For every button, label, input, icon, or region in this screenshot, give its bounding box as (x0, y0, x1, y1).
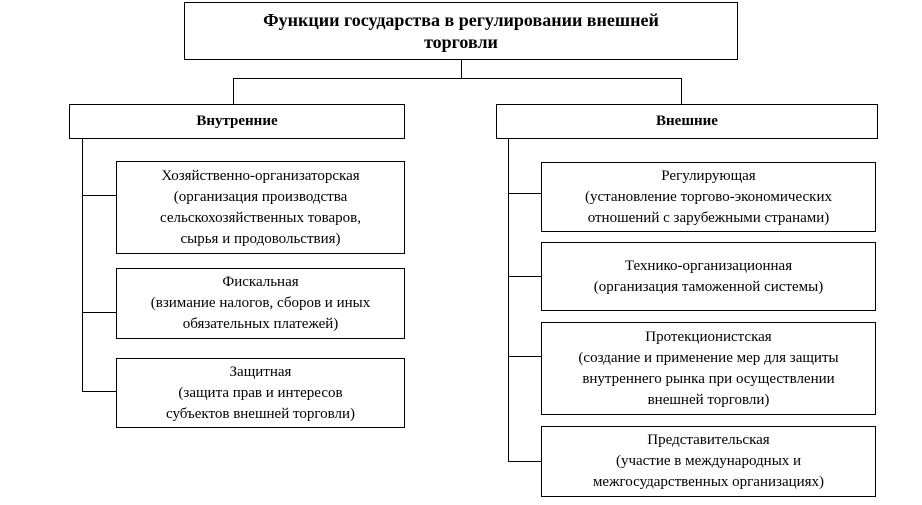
function-description-line: отношений с зарубежными странами) (587, 209, 830, 226)
function-box-economic-organizational: Хозяйственно-организаторская (организаци… (116, 161, 405, 254)
function-name: Протекционистская (645, 328, 772, 345)
function-name: Защитная (229, 363, 292, 380)
left-branch-2 (82, 312, 116, 313)
diagram-title: Функции государства в регулировании внеш… (184, 2, 738, 60)
right-branch-4 (508, 461, 541, 462)
function-name: Хозяйственно-организаторская (161, 167, 360, 184)
function-name: Регулирующая (661, 167, 756, 184)
connector-right-down (681, 78, 682, 104)
function-description-line: сельскохозяйственных товаров, (160, 209, 361, 226)
function-description-line: (установление торгово-экономических (585, 188, 832, 205)
left-branch-1 (82, 195, 116, 196)
right-spine (508, 138, 509, 462)
heading-internal-text: Внутренние (196, 113, 278, 129)
function-description-line: (создание и применение мер для защиты (578, 349, 839, 366)
connector-left-down (233, 78, 234, 104)
right-branch-3 (508, 356, 541, 357)
right-branch-1 (508, 193, 541, 194)
function-description-line: субъектов внешней торговли) (165, 405, 356, 422)
function-name: Представительская (647, 432, 770, 448)
function-name: Технико-организационная (624, 257, 793, 274)
heading-external: Внешние (496, 104, 878, 139)
function-description-line: (защита прав и интересов (178, 384, 343, 401)
heading-external-text: Внешние (656, 113, 718, 129)
function-description-line: (организация производства (173, 188, 348, 205)
function-box-protectionist: Протекционистская (создание и применение… (541, 322, 876, 415)
diagram-title-text: Функции государства в регулировании внеш… (263, 10, 659, 52)
right-branch-2 (508, 276, 541, 277)
function-description-line: (организация таможенной системы) (593, 278, 824, 295)
connector-horizontal-top (233, 78, 682, 79)
function-box-regulating: Регулирующая (установление торгово-эконо… (541, 162, 876, 232)
left-spine (82, 138, 83, 392)
heading-internal: Внутренние (69, 104, 405, 139)
function-box-technical-organizational: Технико-организационная (организация там… (541, 242, 876, 311)
left-branch-3 (82, 391, 116, 392)
function-description-line: внешней торговли) (647, 391, 770, 408)
function-name: Фискальная (222, 274, 299, 290)
function-box-fiscal: Фискальная (взимание налогов, сборов и и… (116, 268, 405, 339)
function-description-line: (участие в международных и (615, 453, 802, 469)
function-description-line: (взимание налогов, сборов и иных (150, 295, 371, 311)
function-description-line: сырья и продовольствия) (180, 230, 341, 247)
function-box-representative: Представительская (участие в международн… (541, 426, 876, 497)
function-box-protective: Защитная (защита прав и интересов субъек… (116, 358, 405, 428)
function-description-line: обязательных платежей) (182, 316, 339, 332)
function-description-line: межгосударственных организациях) (592, 474, 825, 490)
connector-title-down (461, 60, 462, 78)
function-description-line: внутреннего рынка при осуществлении (582, 370, 835, 387)
